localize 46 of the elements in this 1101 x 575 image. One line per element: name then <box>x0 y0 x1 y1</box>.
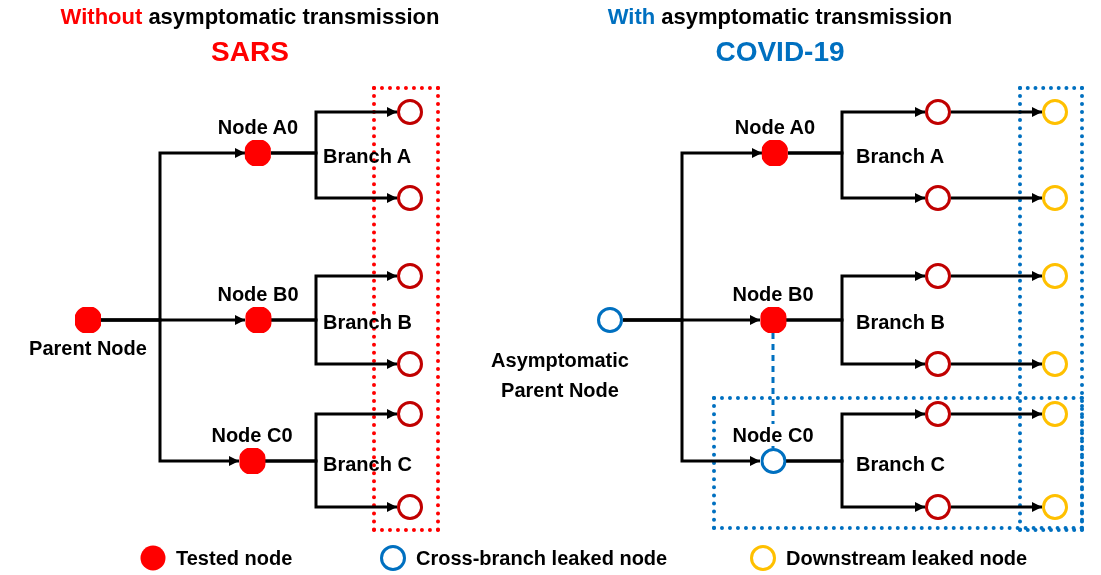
hollow-node-circle <box>1042 99 1068 125</box>
arrow <box>271 318 397 369</box>
hollow-node-circle <box>397 185 423 211</box>
hollow-node-circle <box>925 263 951 289</box>
arrow <box>265 459 397 512</box>
disease-label: COVID-19 <box>715 36 845 68</box>
hollow-node-circle <box>1042 494 1068 520</box>
node-label: Node C0 <box>730 424 816 446</box>
hollow-node-circle <box>1042 263 1068 289</box>
legend-label: Downstream leaked node <box>786 547 1028 569</box>
legend-label: Tested node <box>176 547 293 569</box>
hollow-node-circle <box>1042 351 1068 377</box>
branch-label: Branch A <box>856 145 945 167</box>
hollow-node-circle <box>397 263 423 289</box>
arrow <box>951 107 1042 117</box>
arrow <box>951 271 1042 281</box>
heading: With asymptomatic transmission <box>607 6 953 28</box>
branch-label: Branch C <box>856 453 945 475</box>
arrow <box>271 151 397 203</box>
hollow-node-circle <box>1042 401 1068 427</box>
legend-label: Cross-branch leaked node <box>416 547 668 569</box>
disease-label: SARS <box>211 36 289 68</box>
arrow <box>786 318 925 369</box>
arrow <box>951 359 1042 369</box>
arrow <box>101 318 239 466</box>
hollow-node-circle <box>397 351 423 377</box>
arrow <box>788 151 925 203</box>
arrow <box>951 502 1042 512</box>
arrow <box>623 318 760 466</box>
arrow <box>951 193 1042 203</box>
arrow <box>951 409 1042 419</box>
hollow-node-circle <box>397 99 423 125</box>
branch-label: Branch A <box>323 145 412 167</box>
hollow-node-circle <box>397 494 423 520</box>
hollow-node-circle <box>925 185 951 211</box>
branch-label: Branch C <box>323 453 412 475</box>
branch-label: Branch B <box>323 311 412 333</box>
hollow-node-circle <box>925 401 951 427</box>
branch-label: Branch B <box>856 311 945 333</box>
heading: Without asymptomatic transmission <box>60 6 440 28</box>
hollow-node-circle <box>1042 185 1068 211</box>
hollow-node-circle <box>925 494 951 520</box>
hollow-node-circle <box>397 401 423 427</box>
hollow-node-circle <box>925 99 951 125</box>
arrow <box>786 459 925 512</box>
hollow-node-circle <box>925 351 951 377</box>
